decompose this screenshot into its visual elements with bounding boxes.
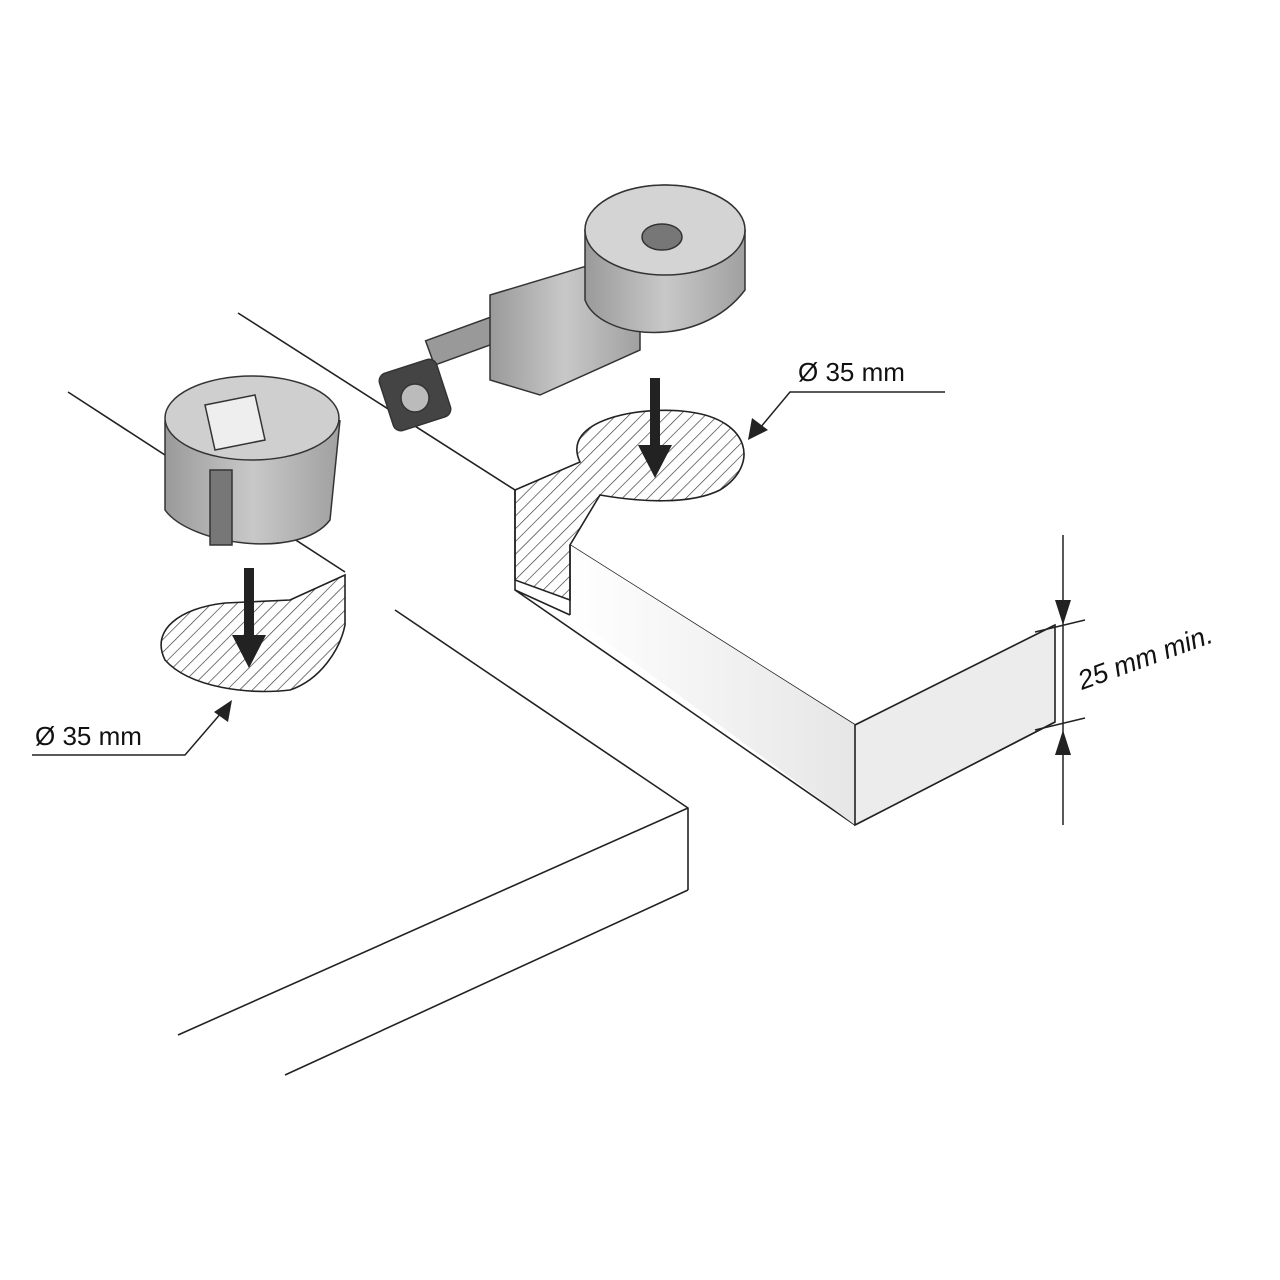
dim-arrow-top bbox=[1055, 600, 1071, 625]
hole-diameter-label-left: Ø 35 mm bbox=[35, 721, 142, 751]
insert-arrow-right bbox=[638, 378, 672, 478]
sleeve-part bbox=[164, 375, 341, 546]
thickness-dimension-line bbox=[1034, 535, 1086, 825]
leader-right bbox=[759, 391, 945, 429]
hole-diameter-label-right: Ø 35 mm bbox=[798, 357, 905, 387]
right-hole-cutout bbox=[514, 409, 745, 602]
leader-arrowhead-right bbox=[748, 418, 768, 440]
cam-connector-part bbox=[378, 184, 746, 432]
leader-left bbox=[32, 711, 223, 756]
thickness-label: 25 mm min. bbox=[1073, 619, 1217, 696]
insert-arrow-left bbox=[232, 568, 266, 668]
leader-arrowhead-left bbox=[214, 700, 232, 722]
dim-arrow-bottom bbox=[1055, 730, 1071, 755]
right-board bbox=[237, 312, 1056, 827]
